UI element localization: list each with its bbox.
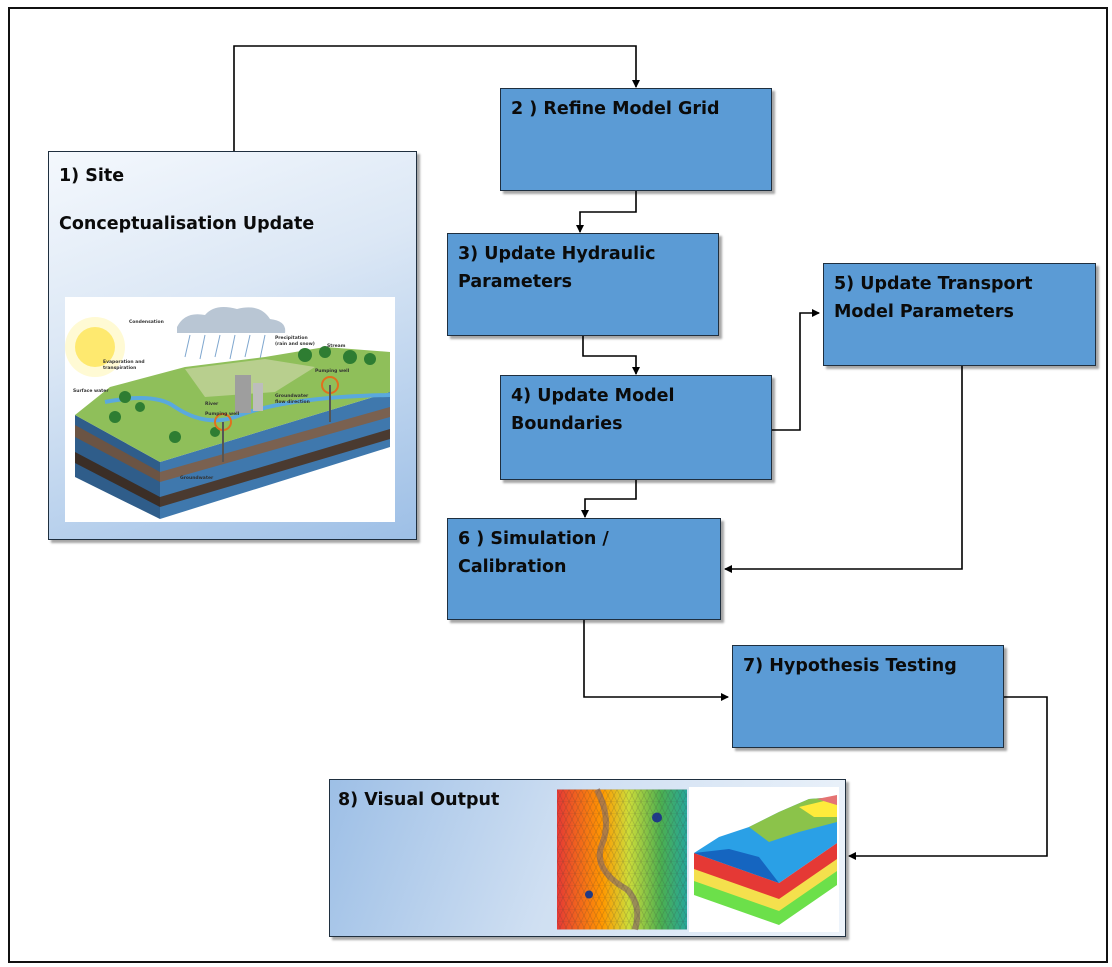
- node-transport-label-1: 5) Update Transport: [834, 274, 1033, 294]
- label-pumping-well-2: Pumping well: [315, 368, 350, 374]
- label-groundwater: Groundwater: [180, 475, 214, 481]
- cloud-icon: [177, 307, 286, 333]
- node-boundaries-label-2: Boundaries: [511, 414, 623, 435]
- 3d-layer-model-image: [689, 787, 839, 932]
- node-hydraulic-label-1: 3) Update Hydraulic: [458, 244, 656, 264]
- edge-site-to-refine: [233, 45, 640, 151]
- node-refine-label: 2 ) Refine Model Grid: [511, 99, 720, 119]
- label-precipitation: Precipitation: [275, 335, 308, 341]
- label-pumping-well-1: Pumping well: [205, 411, 240, 417]
- node-update-hydraulic-parameters: 3) Update Hydraulic Parameters: [447, 233, 719, 336]
- node-site-label-1: 1) Site: [59, 166, 125, 186]
- label-evaporation-sub: transpiration: [103, 365, 136, 371]
- mesh-contour-image: [557, 788, 687, 931]
- edge-boundaries-to-transport: [772, 309, 820, 431]
- node-update-model-boundaries: 4) Update Model Boundaries: [500, 375, 772, 480]
- node-hypothesis-testing: 7) Hypothesis Testing: [732, 645, 1004, 748]
- edge-boundaries-to-simulation: [581, 480, 637, 518]
- node-visual-label: 8) Visual Output: [338, 790, 500, 810]
- label-surface-water: Surface water: [73, 388, 109, 394]
- edge-simulation-to-hypothesis: [583, 620, 729, 701]
- sun-icon: [75, 327, 115, 367]
- label-precipitation-sub: (rain and snow): [275, 341, 315, 347]
- label-gw-flow: Groundwater: [275, 393, 309, 399]
- edge-refine-to-hydraulic: [576, 191, 637, 233]
- node-simulation-label-2: Calibration: [458, 557, 567, 578]
- label-river: River: [205, 401, 219, 407]
- node-simulation-label-1: 6 ) Simulation /: [458, 529, 609, 549]
- node-hypothesis-label: 7) Hypothesis Testing: [743, 656, 957, 676]
- water-cycle-illustration: Condensation Precipitation (rain and sno…: [65, 297, 395, 522]
- label-stream: Stream: [327, 343, 346, 349]
- edge-hydraulic-to-boundaries: [582, 336, 640, 375]
- node-site-label-2: Conceptualisation Update: [59, 214, 315, 234]
- node-boundaries-label-1: 4) Update Model: [511, 386, 675, 406]
- node-refine-model-grid: 2 ) Refine Model Grid: [500, 88, 772, 191]
- node-hydraulic-label-2: Parameters: [458, 272, 572, 293]
- node-transport-label-2: Model Parameters: [834, 302, 1014, 323]
- label-evaporation: Evaporation and: [103, 359, 145, 365]
- label-gw-flow-sub: flow direction: [275, 399, 310, 405]
- edge-transport-to-simulation: [724, 366, 963, 573]
- node-visual-output: 8) Visual Output: [329, 779, 846, 937]
- edge-hypothesis-to-visual: [848, 696, 1048, 860]
- node-site-conceptualisation: 1) Site Conceptualisation Update: [48, 151, 417, 540]
- node-update-transport-parameters: 5) Update Transport Model Parameters: [823, 263, 1096, 366]
- label-condensation: Condensation: [129, 319, 164, 325]
- node-simulation-calibration: 6 ) Simulation / Calibration: [447, 518, 721, 620]
